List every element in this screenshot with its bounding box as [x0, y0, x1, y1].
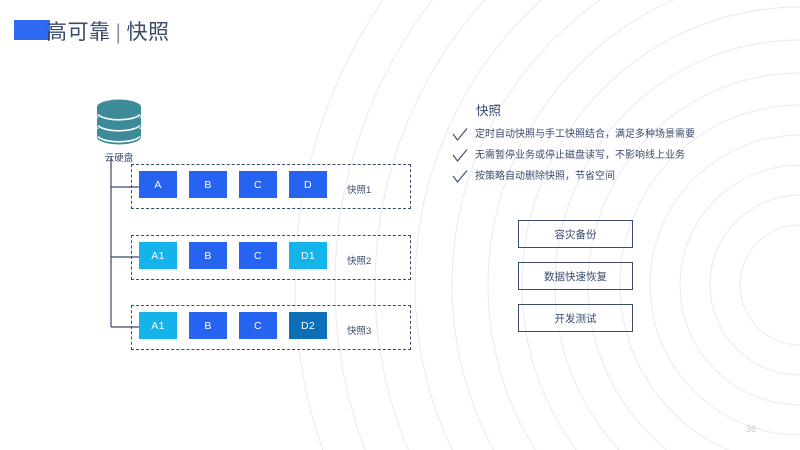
data-block[interactable]: D2: [289, 312, 327, 339]
feature-bullet: 定时自动快照与手工快照结合，满足多种场景需要: [452, 128, 752, 142]
data-block[interactable]: B: [189, 242, 227, 269]
data-block[interactable]: C: [239, 242, 277, 269]
data-block[interactable]: A: [139, 171, 177, 198]
use-case-tag[interactable]: 数据快速恢复: [518, 262, 633, 290]
snapshot-row-label: 快照1: [347, 185, 372, 196]
data-block[interactable]: C: [239, 312, 277, 339]
use-case-tag-list: 容灾备份 数据快速恢复 开发测试: [518, 220, 633, 346]
data-block[interactable]: B: [189, 312, 227, 339]
snapshot-row: A1 B C D1 快照2: [131, 235, 411, 280]
data-block[interactable]: D1: [289, 242, 327, 269]
page-number: 36: [745, 424, 756, 434]
data-block[interactable]: D: [289, 171, 327, 198]
page-title-main: 高可靠: [46, 21, 111, 44]
page-title-sub: 快照: [126, 21, 170, 44]
snapshot-blocks: A B C D: [139, 171, 327, 198]
snapshot-row: A1 B C D2 快照3: [131, 305, 411, 350]
check-icon: [452, 170, 468, 183]
feature-bullet-text: 按策略自动删除快照，节省空间: [475, 171, 615, 182]
database-cylinder-icon: [97, 99, 141, 145]
slide-header: 高可靠|快照: [0, 0, 800, 62]
data-block[interactable]: C: [239, 171, 277, 198]
feature-panel: 快照 定时自动快照与手工快照结合，满足多种场景需要 无需暂停业务或停止磁盘读写，…: [452, 100, 752, 191]
snapshot-row-label: 快照3: [347, 326, 372, 337]
title-accent-bar: [14, 20, 50, 40]
page-title-separator: |: [115, 21, 122, 44]
snapshot-blocks: A1 B C D2: [139, 312, 327, 339]
use-case-tag[interactable]: 开发测试: [518, 304, 633, 332]
data-block[interactable]: A1: [139, 312, 177, 339]
use-case-tag[interactable]: 容灾备份: [518, 220, 633, 248]
feature-bullet-text: 无需暂停业务或停止磁盘读写，不影响线上业务: [475, 150, 685, 161]
snapshot-blocks: A1 B C D1: [139, 242, 327, 269]
source-disk-label: 云硬盘: [104, 153, 134, 164]
data-block[interactable]: B: [189, 171, 227, 198]
snapshot-row-label: 快照2: [347, 256, 372, 267]
feature-bullet: 按策略自动删除快照，节省空间: [452, 170, 752, 184]
feature-bullet: 无需暂停业务或停止磁盘读写，不影响线上业务: [452, 149, 752, 163]
snapshot-row: A B C D 快照1: [131, 164, 411, 209]
panel-heading: 快照: [476, 104, 502, 118]
check-icon: [452, 149, 468, 162]
data-block[interactable]: A1: [139, 242, 177, 269]
feature-bullet-text: 定时自动快照与手工快照结合，满足多种场景需要: [475, 129, 695, 140]
page-title: 高可靠|快照: [46, 16, 169, 46]
check-icon: [452, 128, 468, 141]
source-disk-group: 云硬盘: [84, 98, 154, 164]
